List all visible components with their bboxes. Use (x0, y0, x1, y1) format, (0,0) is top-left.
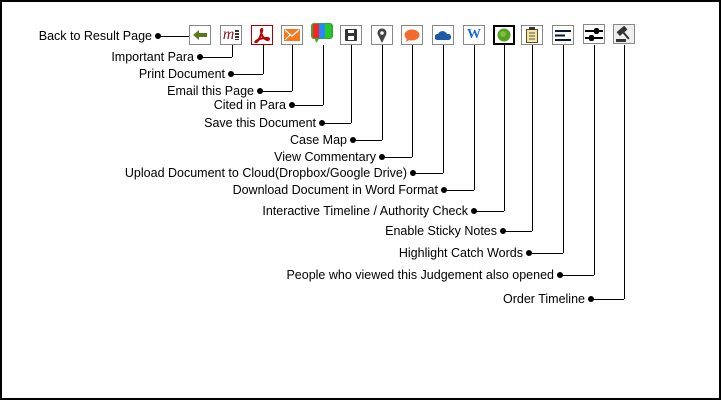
important-para-icon: m (222, 26, 235, 43)
cited-in-para-button[interactable] (311, 23, 333, 44)
back-arrow-icon (193, 30, 207, 40)
order-timeline-button[interactable] (613, 24, 635, 44)
connector-line (351, 45, 352, 123)
save-icon (345, 29, 357, 41)
legend-label: Case Map (290, 133, 347, 147)
legend-label: Cited in Para (213, 98, 286, 112)
legend-label: Email this Page (167, 84, 254, 98)
connector-line (200, 57, 232, 58)
connector-line (158, 36, 189, 37)
connector-line (529, 253, 563, 254)
highlight-lines-icon (555, 29, 571, 41)
email-page-button[interactable] (281, 25, 303, 45)
print-document-button[interactable] (251, 25, 273, 45)
legend-label: Print Document (138, 67, 225, 81)
connector-line (292, 105, 323, 106)
gavel-icon (616, 26, 630, 42)
legend-label: Order Timeline (503, 292, 585, 306)
sticky-notes-button[interactable] (521, 25, 543, 45)
legend-label: Important Para (111, 50, 194, 64)
legend-label: Interactive Timeline / Authority Check (262, 204, 468, 218)
cited-in-para-icon (311, 23, 333, 43)
connector-line (232, 45, 233, 57)
pdf-icon (254, 27, 270, 43)
connector-line (412, 45, 413, 157)
connector-line (443, 45, 444, 173)
legend-label: Download Document in Word Format (232, 183, 438, 197)
interactive-timeline-button[interactable] (493, 25, 515, 45)
connector-line (260, 91, 292, 92)
highlight-catch-words-button[interactable] (552, 25, 574, 45)
connector-line (444, 190, 474, 191)
view-commentary-button[interactable] (401, 25, 423, 45)
legend-label: Upload Document to Cloud(Dropbox/Google … (124, 166, 407, 180)
connector-line (263, 45, 264, 74)
legend-label: Highlight Catch Words (398, 246, 523, 260)
legend-label: Save this Document (204, 116, 316, 130)
legend-label: People who viewed this Judgement also op… (286, 268, 554, 282)
connector-line (322, 123, 351, 124)
connector-line (503, 231, 532, 232)
comment-bubble-icon (404, 29, 420, 42)
green-circle-icon (497, 28, 511, 42)
legend-label: View Commentary (274, 150, 376, 164)
connector-line (532, 45, 533, 231)
connector-line (594, 45, 595, 275)
sticky-notes-icon (526, 27, 538, 43)
connector-line (560, 275, 594, 276)
upload-cloud-button[interactable] (432, 25, 454, 45)
connector-line (591, 299, 624, 300)
connector-line (382, 45, 383, 140)
connector-line (323, 45, 324, 105)
connector-line (474, 45, 475, 190)
legend-label: Back to Result Page (38, 29, 152, 43)
connector-line (292, 45, 293, 91)
connector-line (353, 140, 382, 141)
map-pin-icon (377, 27, 387, 43)
people-also-opened-button[interactable] (583, 24, 605, 44)
download-word-button[interactable]: W (463, 25, 485, 45)
connector-line (624, 45, 625, 299)
cloud-icon (435, 31, 451, 40)
connector-line (563, 45, 564, 253)
sliders-icon (585, 27, 603, 41)
connector-line (382, 157, 412, 158)
connector-line (474, 211, 504, 212)
legend-label: Enable Sticky Notes (385, 224, 497, 238)
word-icon: W (467, 27, 481, 42)
back-to-result-button[interactable] (189, 25, 211, 45)
connector-line (413, 173, 443, 174)
important-para-button[interactable]: m (220, 25, 242, 45)
connector-line (231, 74, 263, 75)
save-document-button[interactable] (340, 25, 362, 45)
connector-line (504, 45, 505, 211)
email-icon (284, 29, 300, 41)
case-map-button[interactable] (371, 25, 393, 45)
